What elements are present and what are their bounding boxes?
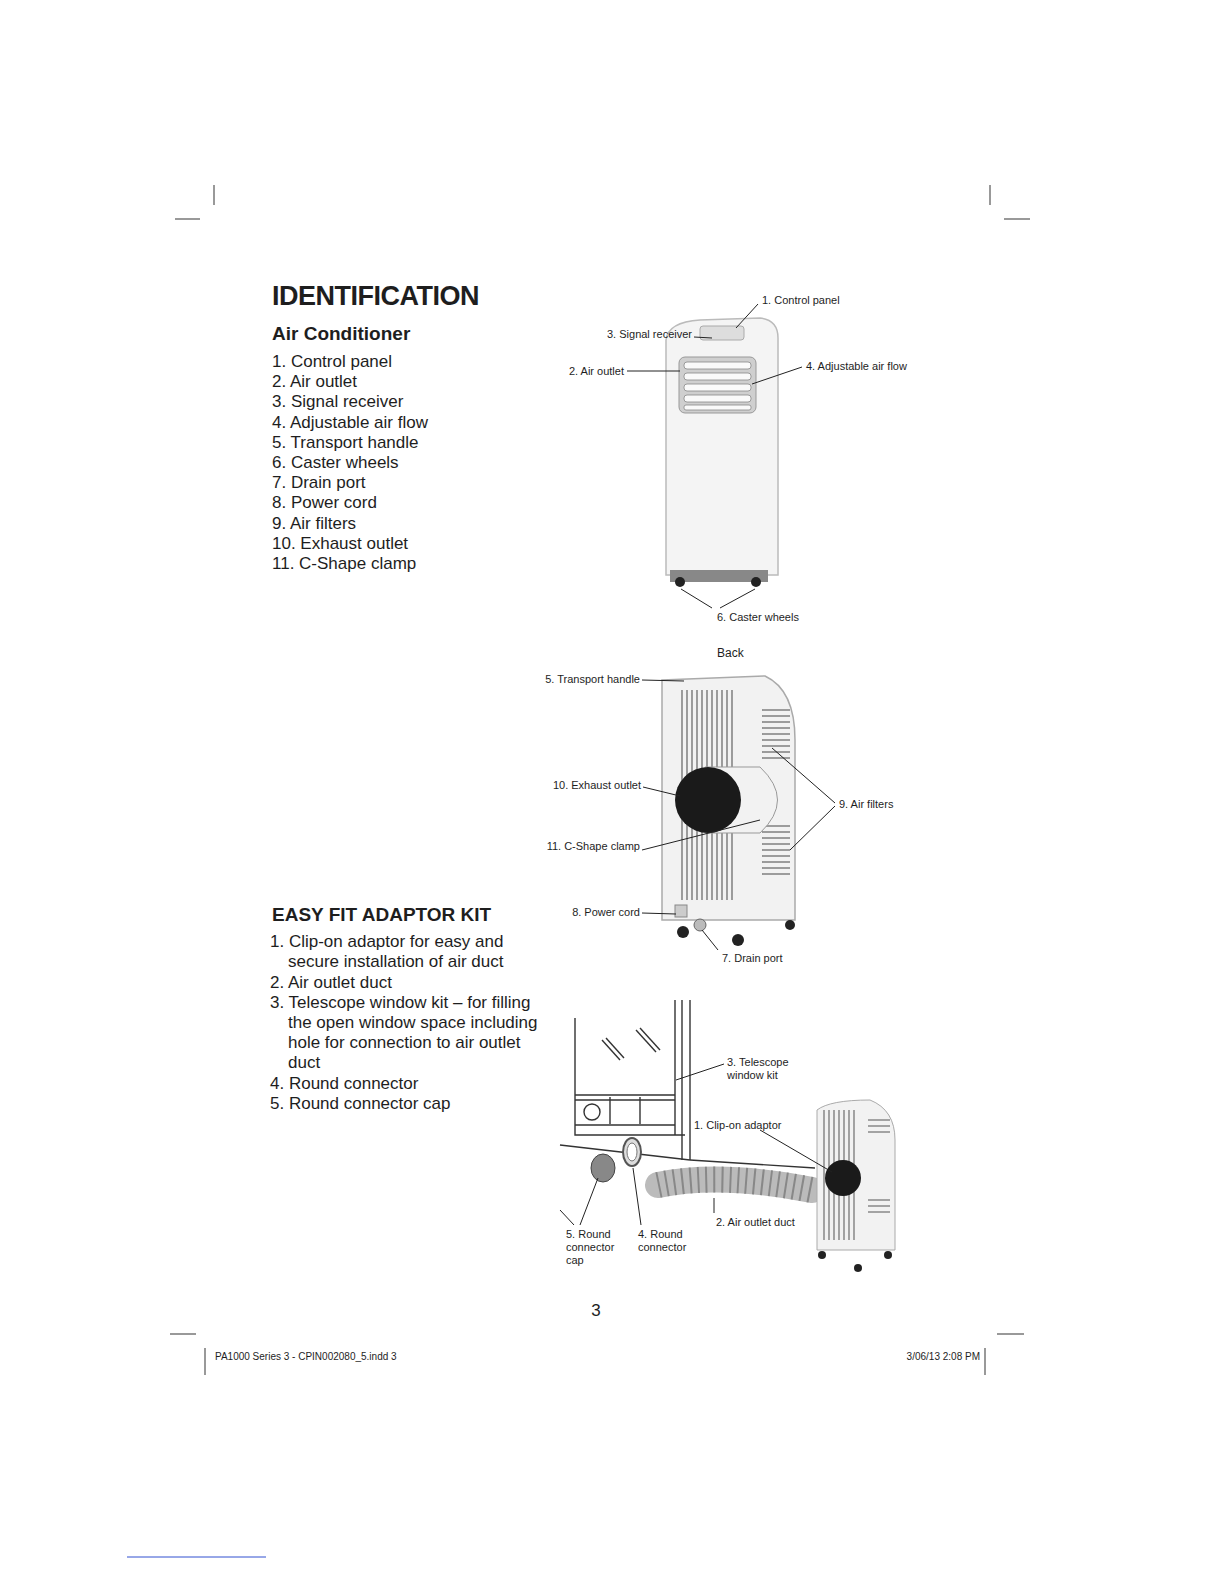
callout-label: 3. Signal receiver: [570, 328, 692, 341]
callout-label: 8. Power cord: [540, 906, 640, 919]
callout-label: 2. Air outlet: [540, 365, 624, 378]
footer-text: 3/06/13 2:08 PM: [880, 1351, 980, 1363]
part-list-item: 7. Drain port: [272, 473, 532, 493]
callout-label: 11. C-Shape clamp: [520, 840, 640, 853]
footer-text: PA1000 Series 3 - CPIN002080_5.indd 3: [215, 1351, 535, 1363]
callout-label: 3. Telescope window kit: [727, 1056, 809, 1082]
part-list-item: 1. Control panel: [272, 352, 532, 372]
part-list-item: 9. Air filters: [272, 514, 532, 534]
kit-list-item: 2. Air outlet duct: [270, 973, 552, 993]
callout-label: 5. Round connector cap: [566, 1228, 634, 1267]
part-list-item: 2. Air outlet: [272, 372, 532, 392]
part-list-item: 4. Adjustable air flow: [272, 413, 532, 433]
kit-list-item: 3. Telescope window kit – for filling th…: [270, 993, 552, 1073]
section-heading: Air Conditioner: [272, 323, 572, 345]
callout-label: 6. Caster wheels: [717, 611, 827, 624]
page-title: IDENTIFICATION: [272, 281, 592, 313]
section-heading: EASY FIT ADAPTOR KIT: [272, 904, 572, 926]
kit-list-item: 1. Clip-on adaptor for easy and secure i…: [270, 932, 552, 972]
callout-label: 4. Adjustable air flow: [806, 360, 946, 373]
part-list-item: 5. Transport handle: [272, 433, 532, 453]
callout-label: 9. Air filters: [839, 798, 929, 811]
part-list-item: 10. Exhaust outlet: [272, 534, 532, 554]
kit-list-item: 5. Round connector cap: [270, 1094, 552, 1114]
callout-label: 2. Air outlet duct: [716, 1216, 826, 1229]
page-number: 3: [586, 1301, 606, 1321]
part-list-item: 8. Power cord: [272, 493, 532, 513]
part-list-item: 11. C-Shape clamp: [272, 554, 532, 574]
callout-label: 1. Clip-on adaptor: [694, 1119, 804, 1132]
part-list-item: 3. Signal receiver: [272, 392, 532, 412]
callout-label: 1. Control panel: [762, 294, 882, 307]
part-list-item: 6. Caster wheels: [272, 453, 532, 473]
callout-label: 4. Round connector: [638, 1228, 710, 1254]
callout-label: 10. Exhaust outlet: [530, 779, 641, 792]
view-label: Back: [717, 646, 757, 660]
callout-label: 7. Drain port: [722, 952, 812, 965]
kit-list-item: 4. Round connector: [270, 1074, 552, 1094]
callout-label: 5. Transport handle: [520, 673, 640, 686]
